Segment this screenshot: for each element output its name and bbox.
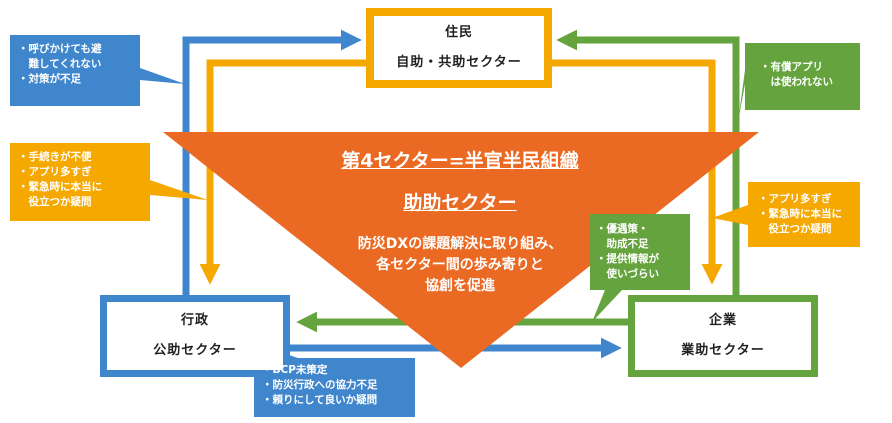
company-subtitle: 業助セクター <box>681 343 765 358</box>
company-sector-box: 企業 業助セクター <box>628 295 818 377</box>
callout-admin-to-resident <box>10 35 185 106</box>
note-line: 助成不足 <box>596 238 649 250</box>
note-resident-to-company: ・アプリ多すぎ ・緊急時に本当に 役立つか疑問 <box>758 192 842 237</box>
center-description-line: 協創を促進 <box>425 278 495 294</box>
note-line: ・手続きが不便 <box>18 151 92 163</box>
note-line: ・緊急時に本当に <box>18 181 102 193</box>
callout-company-to-admin <box>590 214 690 322</box>
note-line: ・頼りにして良いか疑問 <box>262 394 378 406</box>
note-line: は使われない <box>760 76 833 88</box>
arrow-resident-to-company <box>552 59 723 285</box>
note-company-to-resident: ・有償アプリ は使われない <box>760 60 833 90</box>
note-line: 役立つか疑問 <box>18 196 92 208</box>
admin-title: 行政 <box>180 313 209 328</box>
arrow-admin-to-resident <box>182 29 362 296</box>
arrow-resident-to-admin <box>199 59 366 285</box>
center-description-line: 各セクター間の歩み寄りと <box>376 257 544 273</box>
note-line: ・呼びかけても避 <box>18 43 102 55</box>
note-line: ・有償アプリ <box>760 61 823 73</box>
note-line: 使いづらい <box>596 268 659 280</box>
callout-resident-to-company <box>712 182 860 247</box>
note-admin-to-resident: ・呼びかけても避 難してくれない ・対策が不足 <box>18 42 101 87</box>
note-line: 難してくれない <box>18 58 102 70</box>
note-line: ・BCP未策定 <box>262 364 328 376</box>
admin-sector-box: 行政 公助セクター <box>100 295 290 377</box>
center-subtitle: 助助セクター <box>403 192 517 214</box>
callout-admin-to-company <box>254 348 415 417</box>
note-admin-to-company: ・BCP未策定 ・防災行政への協力不足 ・頼りにして良いか疑問 <box>262 363 378 408</box>
note-line: ・優遇策・ <box>596 223 649 235</box>
note-line: ・対策が不足 <box>18 73 81 85</box>
company-title: 企業 <box>708 313 737 328</box>
center-title: 第4セクター=半官半民組織 <box>341 150 579 172</box>
note-line: ・アプリ多すぎ <box>18 166 92 178</box>
center-triangle <box>163 132 759 368</box>
center-description-line: 防災DXの課題解決に取り組み、 <box>357 236 563 252</box>
callout-company-to-resident <box>738 43 860 122</box>
note-line: ・緊急時に本当に <box>758 208 842 220</box>
note-company-to-admin: ・優遇策・ 助成不足 ・提供情報が 使いづらい <box>596 222 659 282</box>
note-line: ・アプリ多すぎ <box>758 193 832 205</box>
note-line: ・防災行政への協力不足 <box>262 379 378 391</box>
resident-subtitle: 自助・共助セクター <box>396 55 522 70</box>
note-line: 役立つか疑問 <box>758 223 832 235</box>
callout-resident-to-admin <box>10 143 208 221</box>
resident-title: 住民 <box>444 25 473 40</box>
resident-sector-box: 住民 自助・共助セクター <box>366 8 552 88</box>
admin-subtitle: 公助セクター <box>153 343 237 358</box>
center-description: 防災DXの課題解決に取り組み、 各セクター間の歩み寄りと 協創を促進 <box>320 234 600 297</box>
note-resident-to-admin: ・手続きが不便 ・アプリ多すぎ ・緊急時に本当に 役立つか疑問 <box>18 150 102 210</box>
note-line: ・提供情報が <box>596 253 659 265</box>
